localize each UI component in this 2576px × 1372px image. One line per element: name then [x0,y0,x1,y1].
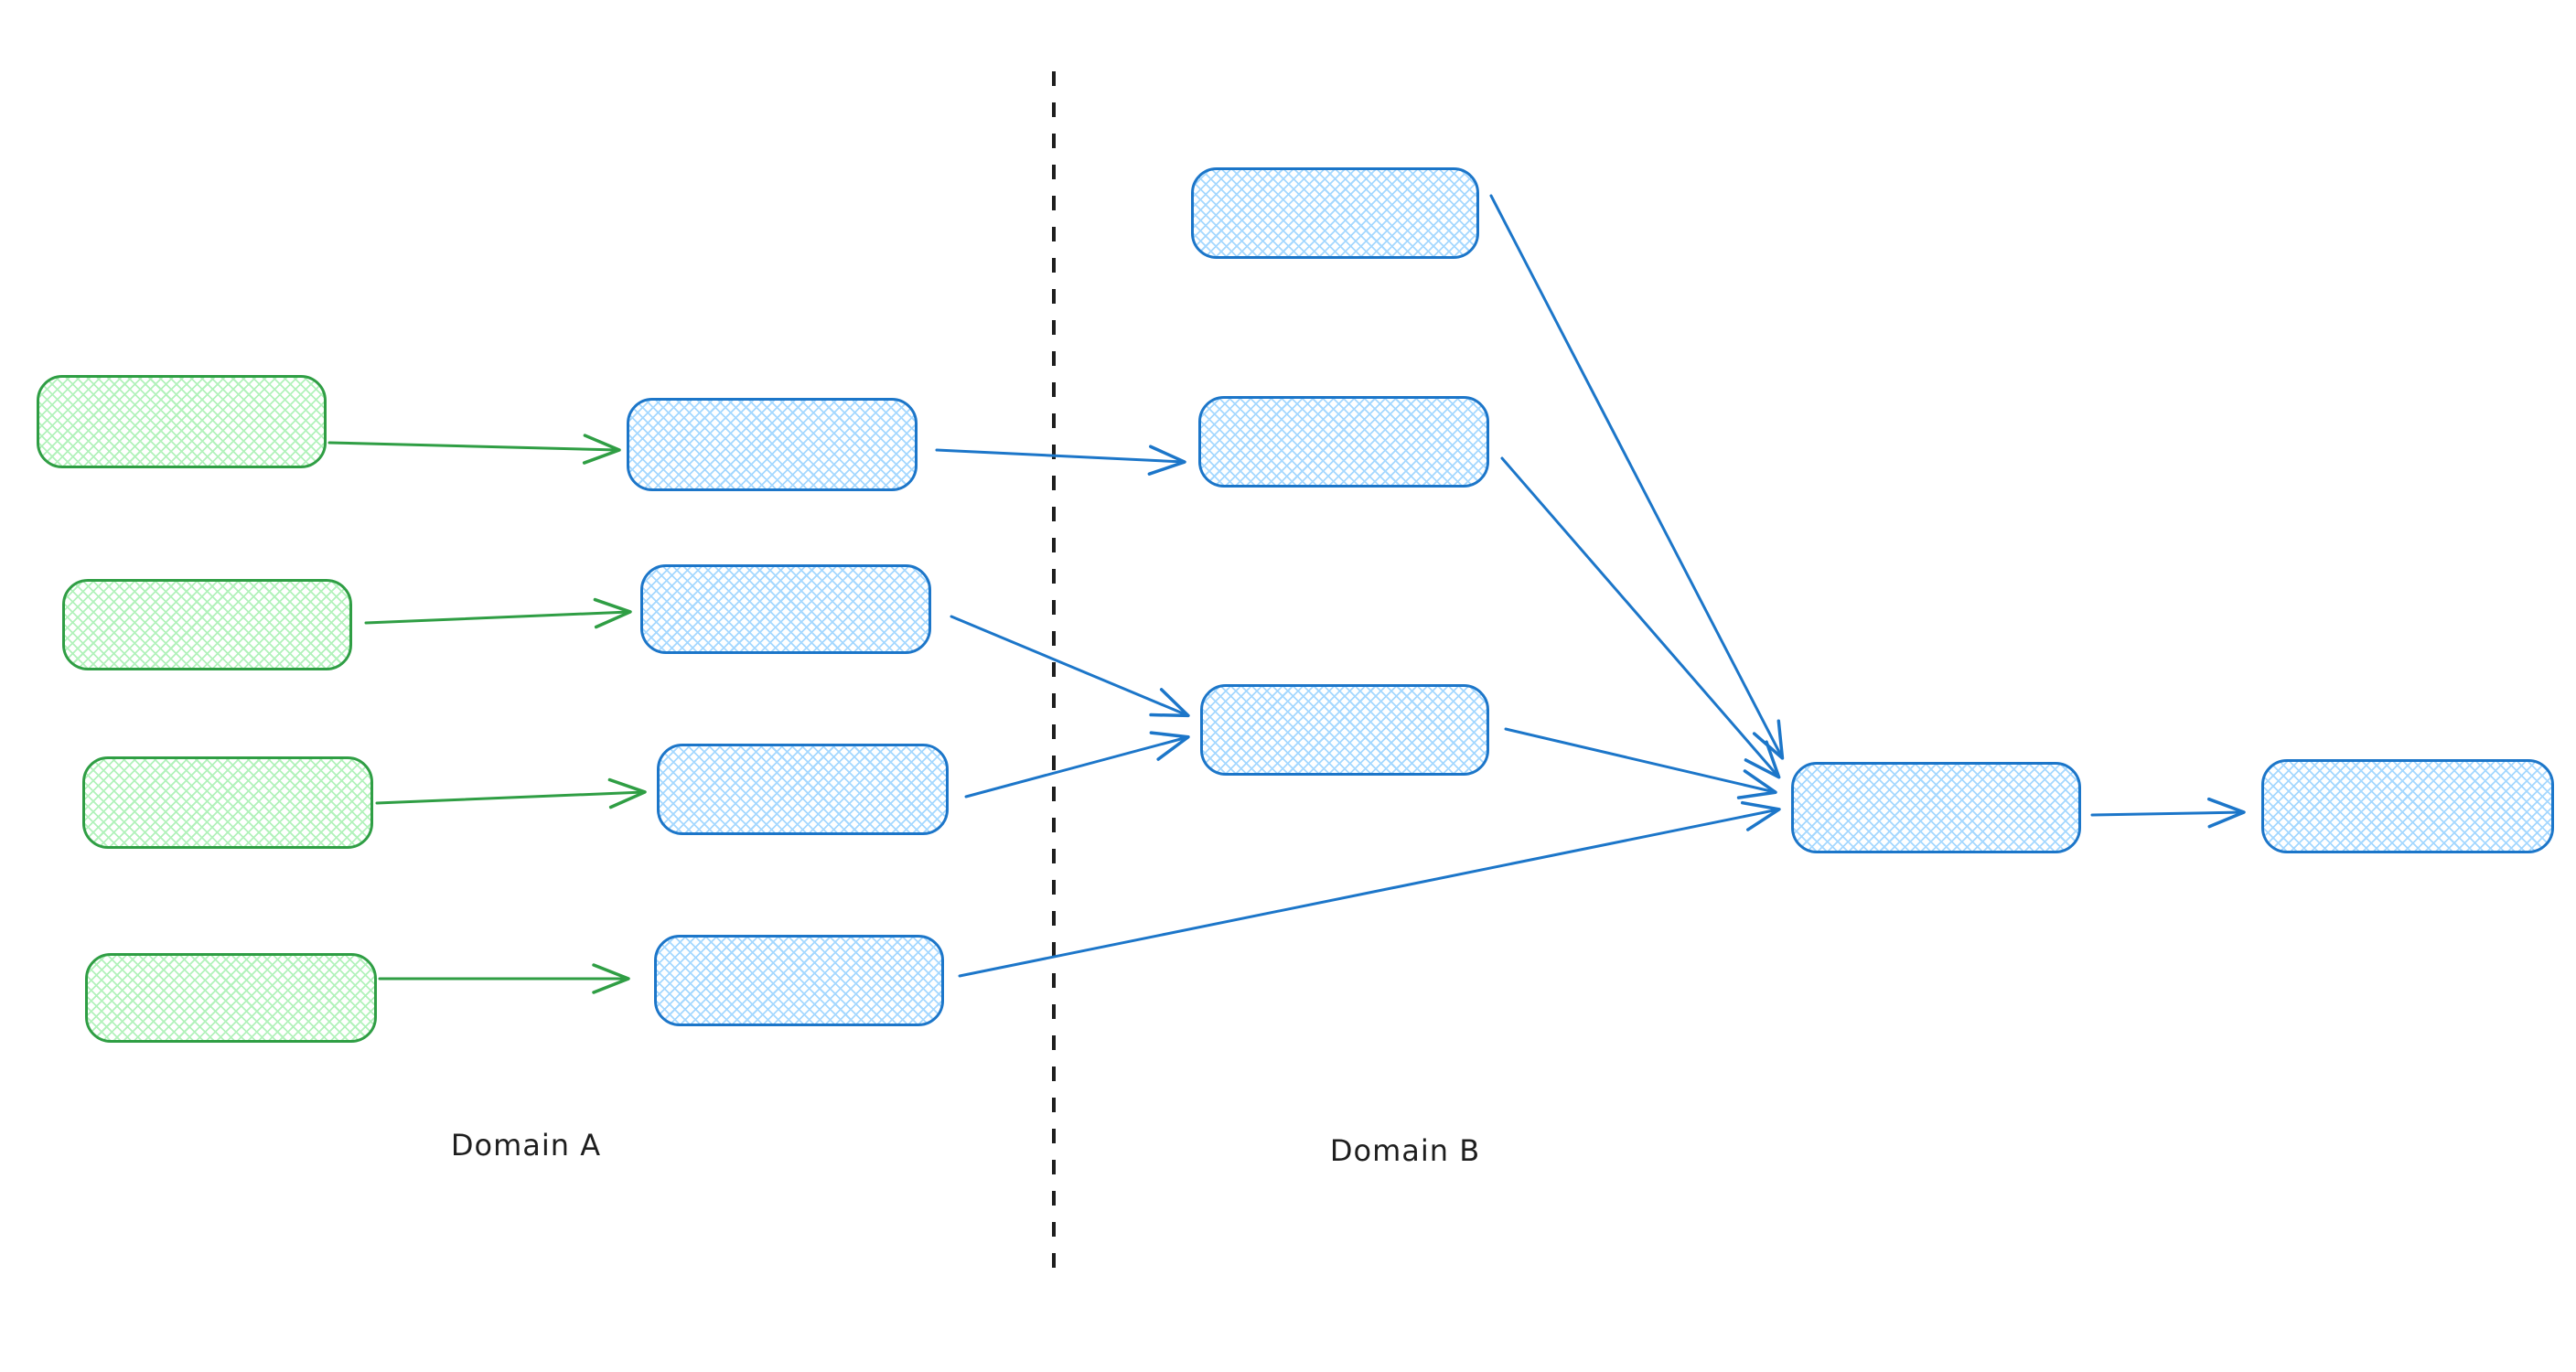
node-domain-b-2 [1198,396,1489,488]
node-domain-a-mid-3 [657,744,949,835]
node-domain-a-mid-2 [640,564,931,654]
domain-b-label: Domain B [1329,1133,1481,1168]
arrow-source3-to-mid3 [375,777,647,809]
arrow-b2-to-hub [1500,456,1781,779]
node-domain-b-1 [1191,167,1479,259]
arrow-mid2-to-b3 [950,615,1190,718]
node-domain-b-3 [1200,684,1489,776]
node-domain-a-source-3 [82,756,373,849]
arrow-mid4-to-hub [958,800,1781,978]
arrow-b1-to-hub [1489,194,1785,760]
node-domain-b-hub [1791,762,2081,853]
arrow-mid3-to-b3 [964,731,1190,799]
node-domain-a-mid-1 [627,398,918,491]
domain-a-label: Domain A [450,1128,602,1163]
node-domain-b-output [2261,759,2554,853]
arrow-source2-to-mid2 [364,597,632,629]
arrow-mid1-to-b2 [935,445,1186,476]
node-domain-a-source-4 [85,953,377,1043]
node-domain-a-mid-4 [654,935,944,1026]
node-domain-a-source-1 [37,375,327,468]
arrow-b3-to-hub [1504,727,1777,799]
arrow-hub-to-output [2090,797,2246,829]
node-domain-a-source-2 [62,579,352,670]
arrow-source1-to-mid1 [327,434,621,465]
